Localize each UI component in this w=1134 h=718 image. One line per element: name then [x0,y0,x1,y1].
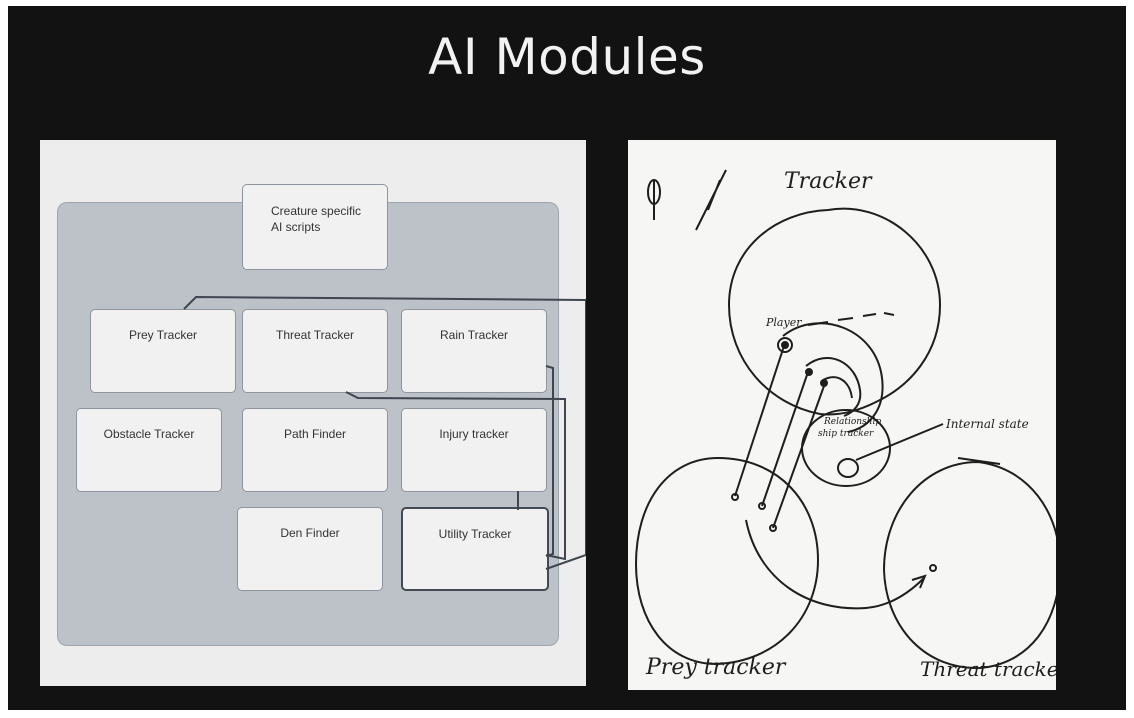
obstacle-tracker-box: Obstacle Tracker [76,408,222,492]
sketch-drawing: Tracker Player Relationship ship tracker… [634,169,1056,681]
pen-mark-icon [647,179,661,205]
den-finder-box: Den Finder [237,507,383,591]
creature-label-line1: Creature specific [271,204,362,218]
line-2 [761,371,809,507]
player-track [782,322,884,433]
tracker-circle [727,207,942,416]
module-diagram: Creature specific AI scripts Prey Tracke… [40,140,586,686]
internal-state-node [837,458,859,478]
slide: AI Modules Creature specific AI scripts … [8,6,1126,710]
prey-tracker-box: Prey Tracker [90,309,236,393]
threat-node [929,564,937,572]
track-3 [822,376,853,399]
prey-tracker-circle [634,456,820,666]
threat-tracker-circle [882,460,1056,670]
creature-ai-scripts-box: Creature specific AI scripts [242,184,388,270]
path-finder-box: Path Finder [242,408,388,492]
sketch-label-tracker: Tracker [784,169,873,194]
player-prey-line [734,345,785,497]
hand-sketch: Tracker Player Relationship ship tracker… [628,140,1056,690]
player-node [777,337,793,353]
rain-tracker-box: Rain Tracker [401,309,547,393]
sketch-label-internal-state: Internal state [945,417,1029,431]
line-3 [772,385,825,529]
prey-to-threat-arc [745,519,925,610]
injury-tracker-box: Injury tracker [401,408,547,492]
slide-title: AI Modules [428,28,706,86]
sketch-label-threat-tracker: Threat tracker [920,657,1056,681]
arrowhead [911,574,927,589]
pencil-mark-icon [695,169,727,231]
creature-label-line2: AI scripts [271,220,321,234]
utility-tracker-box: Utility Tracker [401,507,549,591]
internal-state-leader [855,423,944,461]
sketch-label-prey-tracker: Prey tracker [645,655,787,680]
sketch-label-relationship-line2: ship tracker [818,429,874,439]
threat-tracker-box: Threat Tracker [242,309,388,393]
sketch-label-relationship-line1: Relationship [823,417,881,427]
threat-tick [957,457,1001,465]
sketch-label-player: Player [765,316,802,329]
track-2 [805,356,862,417]
